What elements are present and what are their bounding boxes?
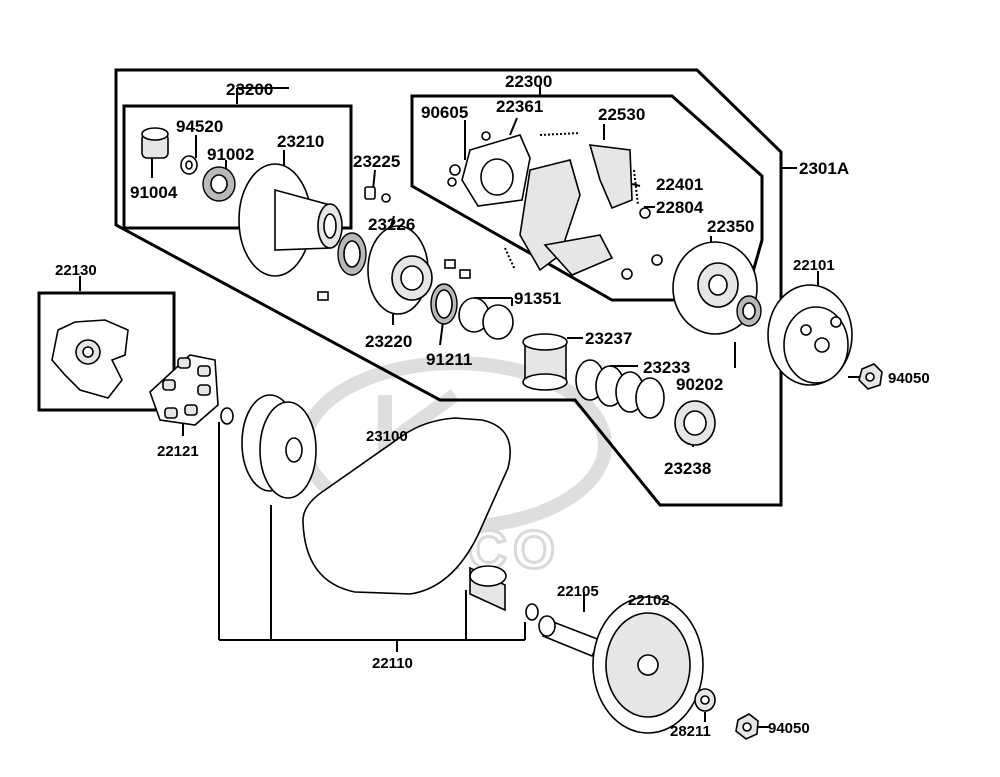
driven-pulley-frame (122, 104, 353, 230)
label-22300: 22300 (505, 72, 552, 91)
label-23220: 23220 (365, 332, 412, 351)
rollers-22121 (149, 354, 219, 426)
label-23210: 23210 (277, 132, 324, 151)
clutch-assembly-frame (114, 68, 783, 507)
washer-28211 (694, 688, 716, 712)
label-91211: 91211 (426, 350, 472, 369)
label-22102: 22102 (628, 592, 670, 609)
part-labels: 23200 94520 91002 23210 91004 22300 9060… (55, 72, 930, 740)
nut-94050-top (858, 363, 883, 390)
label-23225: 23225 (353, 152, 400, 171)
label-90605: 90605 (421, 103, 468, 122)
label-23226: 23226 (368, 215, 415, 234)
collar-22105 (538, 615, 602, 658)
nut-90202 (736, 295, 762, 327)
washer-94520 (180, 155, 198, 175)
bolt-23225 (364, 186, 391, 203)
label-90202: 90202 (676, 375, 723, 394)
label-94050-bottom: 94050 (768, 720, 810, 737)
label-23233: 23233 (643, 358, 690, 377)
label-28211: 28211 (670, 723, 711, 740)
label-22350: 22350 (707, 217, 754, 236)
label-22130: 22130 (55, 262, 97, 279)
sliding-sheave-23220 (367, 225, 433, 315)
clutch-shoe-22530 (519, 144, 633, 276)
spring-22401 (504, 169, 639, 271)
label-22105: 22105 (557, 583, 599, 600)
pin-23226 (317, 259, 471, 301)
clutch-plate-22350 (672, 241, 758, 335)
label-22530: 22530 (598, 105, 645, 124)
spring-upper (539, 132, 581, 136)
label-23100: 23100 (366, 428, 408, 445)
label-23238: 23238 (664, 459, 711, 478)
spring-23233 (575, 359, 665, 419)
damper-22804 (621, 207, 663, 280)
o-rings-91351 (458, 297, 514, 340)
label-22361: 22361 (496, 97, 543, 116)
spring-seat-23238 (674, 400, 716, 446)
collar-23237 (522, 333, 568, 391)
label-23237: 23237 (585, 329, 632, 348)
label-22121: 22121 (157, 443, 199, 460)
label-22110: 22110 (372, 655, 413, 672)
bearing-91004 (141, 127, 169, 159)
driven-face-23210 (238, 163, 343, 277)
label-22804: 22804 (656, 198, 704, 217)
v-belt-23100 (302, 417, 511, 595)
label-91351: 91351 (514, 289, 561, 308)
ramp-plate-22130 (51, 319, 129, 399)
ramp-plate-frame (37, 291, 176, 412)
plate-22361 (461, 134, 531, 207)
oil-seal-91002 (202, 166, 236, 202)
label-91004: 91004 (130, 183, 178, 202)
circlip (220, 407, 539, 621)
label-22101: 22101 (793, 257, 835, 274)
nut-94050-bottom (735, 713, 759, 740)
label-94050-top: 94050 (888, 370, 930, 387)
clutch-outer-22101 (767, 284, 853, 386)
movable-drive-face (241, 394, 317, 499)
fan-22102 (592, 596, 704, 734)
drive-bushing (469, 565, 507, 612)
o-ring-91211 (430, 283, 458, 325)
seal-ring (337, 232, 367, 276)
label-2301A: 2301A (799, 159, 849, 178)
label-94520: 94520 (176, 117, 223, 136)
label-22401: 22401 (656, 175, 703, 194)
label-23200: 23200 (226, 80, 273, 99)
label-91002: 91002 (207, 145, 254, 164)
clip-90605 (447, 131, 491, 187)
